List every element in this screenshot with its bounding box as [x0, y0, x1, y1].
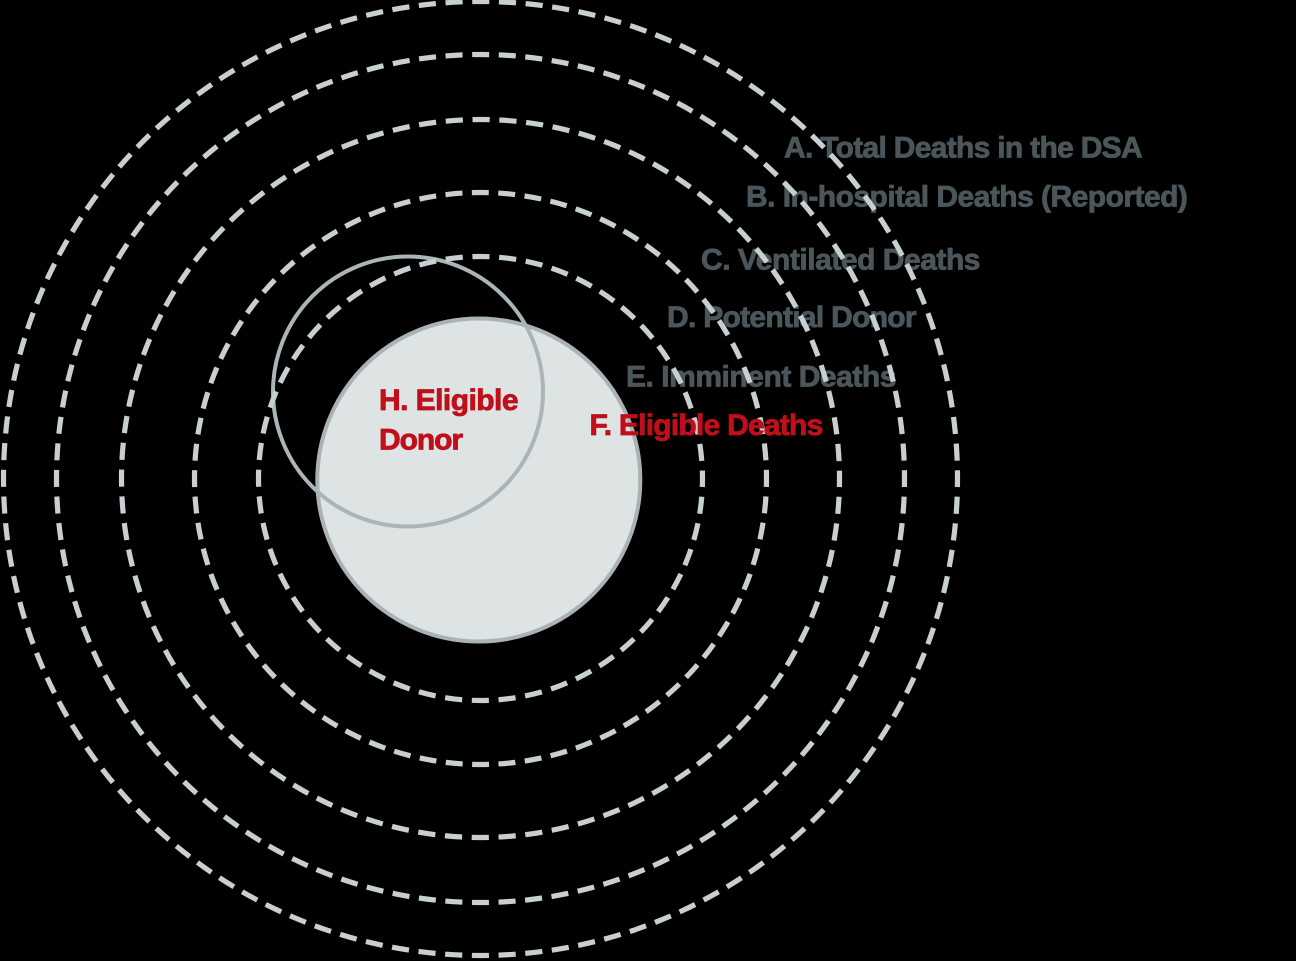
svg-text:A. Total Deaths in the DSA: A. Total Deaths in the DSA — [784, 132, 1142, 165]
svg-text:Donor: Donor — [379, 423, 463, 456]
svg-text:E. Imminent Deaths: E. Imminent Deaths — [626, 361, 896, 394]
svg-text:F. Eligible Deaths: F. Eligible Deaths — [590, 409, 823, 442]
svg-text:H. Eligible: H. Eligible — [379, 384, 518, 417]
svg-text:B. In-hospital Deaths (Reporte: B. In-hospital Deaths (Reported) — [746, 181, 1187, 214]
svg-text:C. Ventilated Deaths: C. Ventilated Deaths — [701, 243, 980, 276]
